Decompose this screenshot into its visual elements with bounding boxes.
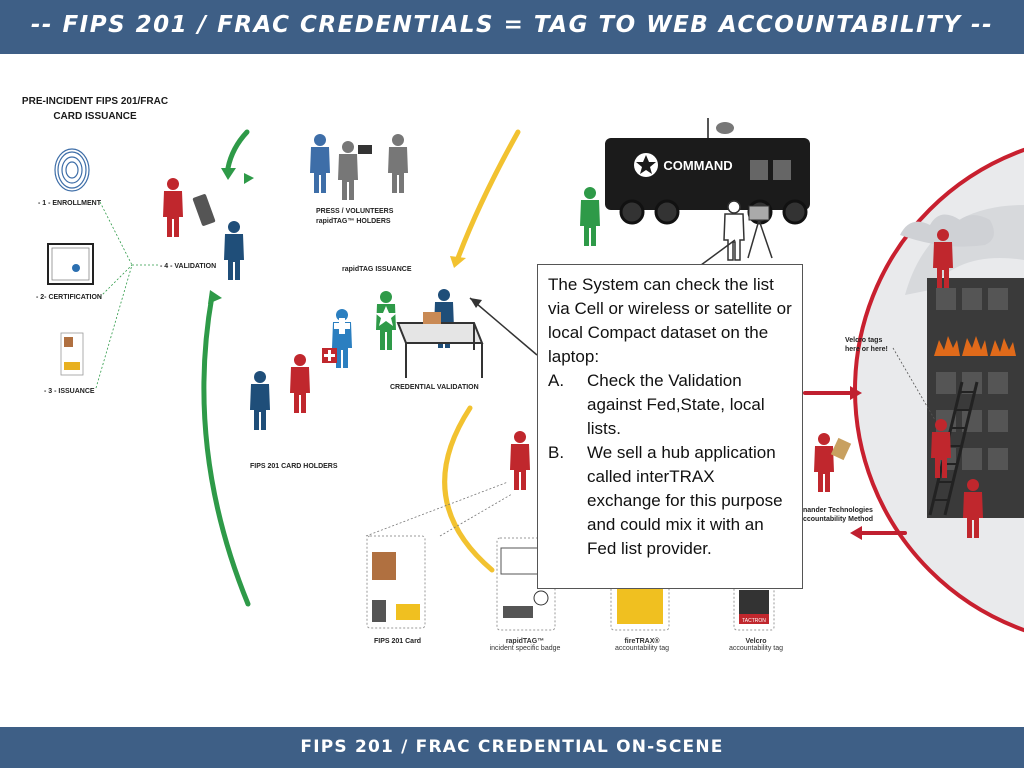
volunteer-person	[388, 134, 408, 193]
callout-item-b: B. We sell a hub application called inte…	[548, 441, 792, 561]
enrollment-connectors	[95, 201, 158, 389]
velcro-caption-title: Velcro	[745, 638, 767, 645]
page-title: -- FIPS 201 / FRAC CREDENTIALS = TAG TO …	[30, 12, 994, 38]
callout-pointer-left	[469, 297, 538, 356]
rapidtag-caption-sub: incident specific badge	[489, 645, 561, 652]
press-person-2	[338, 141, 358, 200]
callout-item-b-text: We sell a hub application called interTR…	[587, 443, 783, 558]
flame-icon	[934, 336, 1016, 356]
gold-arc-lower	[442, 405, 495, 573]
card-holder-police	[250, 371, 270, 430]
firetrax-caption-sub: accountability tag	[614, 645, 670, 652]
callout-item-a: A. Check the Validation against Fed,Stat…	[548, 369, 792, 441]
pre-incident-heading: PRE-INCIDENT FIPS 201/FRAC CARD ISSUANCE	[10, 95, 180, 124]
velcro-caption-sub: accountability tag	[728, 645, 784, 652]
callout-item-b-marker: B.	[548, 443, 565, 462]
green-arrow-top	[225, 129, 250, 171]
tag-icon	[830, 437, 852, 461]
laptop-icon	[748, 205, 770, 221]
callout-list: A. Check the Validation against Fed,Stat…	[548, 369, 792, 561]
callout-item-a-marker: A.	[548, 371, 565, 390]
press-person-1	[310, 134, 330, 193]
pre-incident-heading-line1: PRE-INCIDENT FIPS 201/FRAC	[21, 96, 169, 107]
tech-method-line2: ccountability Method	[803, 516, 873, 523]
system-callout-box: The System can check the list via Cell o…	[537, 264, 803, 589]
card-holder-firefighter	[290, 354, 310, 413]
callout-item-a-text: Check the Validation against Fed,State, …	[587, 371, 765, 438]
credential-validation-label: CREDENTIAL VALIDATION	[390, 384, 479, 391]
fingerprint-icon	[54, 148, 90, 192]
gold-arrow-top	[455, 129, 521, 261]
firefighter-scene-2	[814, 433, 834, 492]
pre-incident-heading-line2: CARD ISSUANCE	[53, 110, 137, 122]
rapidtag-issuance-label: rapidTAG ISSUANCE	[342, 266, 412, 273]
callout-intro: The System can check the list via Cell o…	[548, 275, 792, 366]
fips-201-card	[366, 535, 426, 629]
header-banner	[0, 0, 1024, 54]
burning-building	[927, 278, 1024, 518]
firefighter-scene-1	[510, 431, 530, 490]
press-label-line1: PRESS / VOLUNTEERS	[316, 208, 394, 215]
rapidtag-caption: rapidTAG™ incident specific badge	[470, 638, 580, 652]
step-enrollment: - 1 - ENROLLMENT	[38, 200, 101, 207]
certificate-icon	[47, 243, 94, 285]
card-printer	[423, 312, 441, 324]
step-certification: - 2- CERTIFICATION	[36, 294, 102, 301]
firetrax-caption: fireTRAX® accountability tag	[590, 638, 694, 652]
firetrax-caption-title: fireTRAX®	[624, 638, 660, 645]
police-officer-validation	[224, 221, 244, 280]
footer-banner	[0, 727, 1024, 768]
press-label-line2: rapidTAG™ HOLDERS	[316, 218, 391, 225]
step-validation: - 4 - VALIDATION	[160, 263, 217, 270]
velcro-note-line1: Velcro tags	[845, 337, 882, 344]
step-issuance: - 3 - ISSUANCE	[44, 388, 95, 395]
footer-title: FIPS 201 / FRAC CREDENTIAL ON-SCENE	[300, 737, 724, 757]
id-card-icon	[60, 332, 84, 376]
tech-method-line1: nander Technologies	[803, 507, 873, 514]
illustration-canvas: TACTRON COMMAND Velcro tags here or here…	[47, 118, 1024, 633]
star-of-life-icon	[334, 318, 350, 334]
fips-card-holders-label: FIPS 201 CARD HOLDERS	[250, 463, 338, 470]
velcro-strip-label: TACTRON	[742, 618, 766, 624]
velcro-caption: Velcro accountability tag	[706, 638, 806, 652]
green-arc-left	[201, 293, 251, 607]
camera-icon	[358, 145, 372, 154]
velcro-note-line2: here or here!	[845, 346, 888, 353]
firefighter-validation	[163, 178, 183, 237]
command-label: COMMAND	[663, 158, 732, 173]
rapidtag-caption-title: rapidTAG™	[505, 638, 545, 645]
green-responder-command	[580, 187, 600, 246]
callout-pointer-top	[696, 239, 736, 269]
issuance-table	[396, 322, 484, 378]
fips-card-caption: FIPS 201 Card	[374, 638, 422, 645]
star-icon	[375, 306, 397, 326]
handheld-reader	[192, 194, 216, 226]
